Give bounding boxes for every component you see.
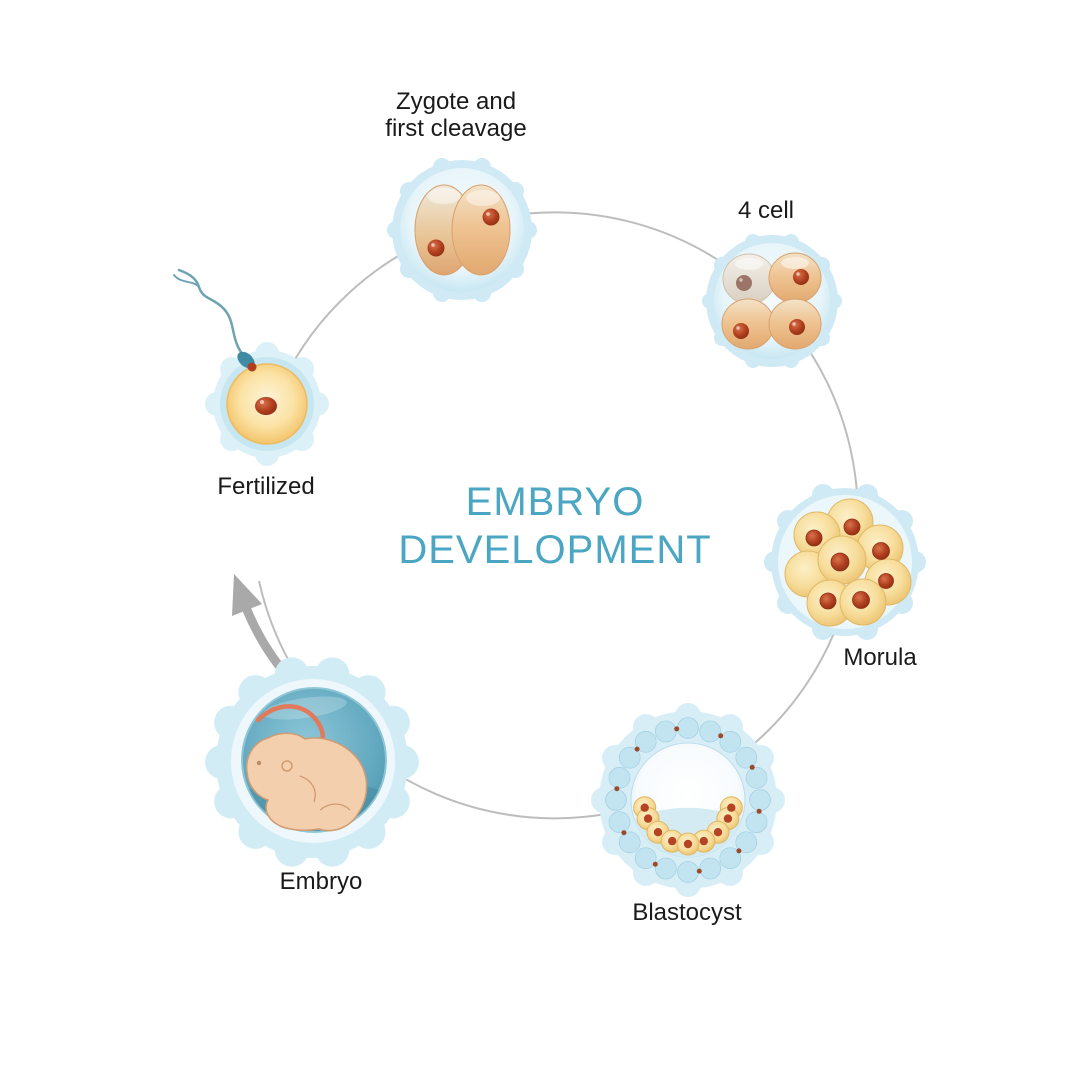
morula-cells xyxy=(784,498,912,627)
egg-icon xyxy=(205,342,329,466)
label-fertilized: Fertilized xyxy=(217,473,315,500)
blastocyst-stage-illustration xyxy=(591,703,785,897)
inner-cell-mass xyxy=(633,796,743,856)
label-morula: Morula xyxy=(843,644,917,671)
diagram-title-line1: EMBRYO xyxy=(465,480,645,524)
diagram-title-line2: DEVELOPMENT xyxy=(398,528,712,572)
diagram-title: EMBRYO DEVELOPMENT xyxy=(398,478,711,574)
two-cells xyxy=(414,184,511,276)
four-cells xyxy=(721,252,822,350)
label-four-cell: 4 cell xyxy=(737,197,795,224)
four-cell-stage-illustration xyxy=(702,234,842,368)
label-zygote: Zygote and first cleavage xyxy=(385,88,526,142)
fertilized-stage-illustration xyxy=(173,268,329,466)
label-zygote-line1: Zygote and xyxy=(395,88,517,115)
sperm-icon xyxy=(173,268,257,372)
fetus-icon xyxy=(246,732,368,832)
zygote-stage-illustration xyxy=(387,158,537,302)
label-blastocyst: Blastocyst xyxy=(632,899,742,926)
morula-stage-illustration xyxy=(764,484,926,640)
trophoblast-ring xyxy=(605,717,771,883)
embryo-stage-illustration xyxy=(205,657,419,867)
label-zygote-line2: first cleavage xyxy=(385,115,527,142)
label-embryo: Embryo xyxy=(279,868,363,895)
